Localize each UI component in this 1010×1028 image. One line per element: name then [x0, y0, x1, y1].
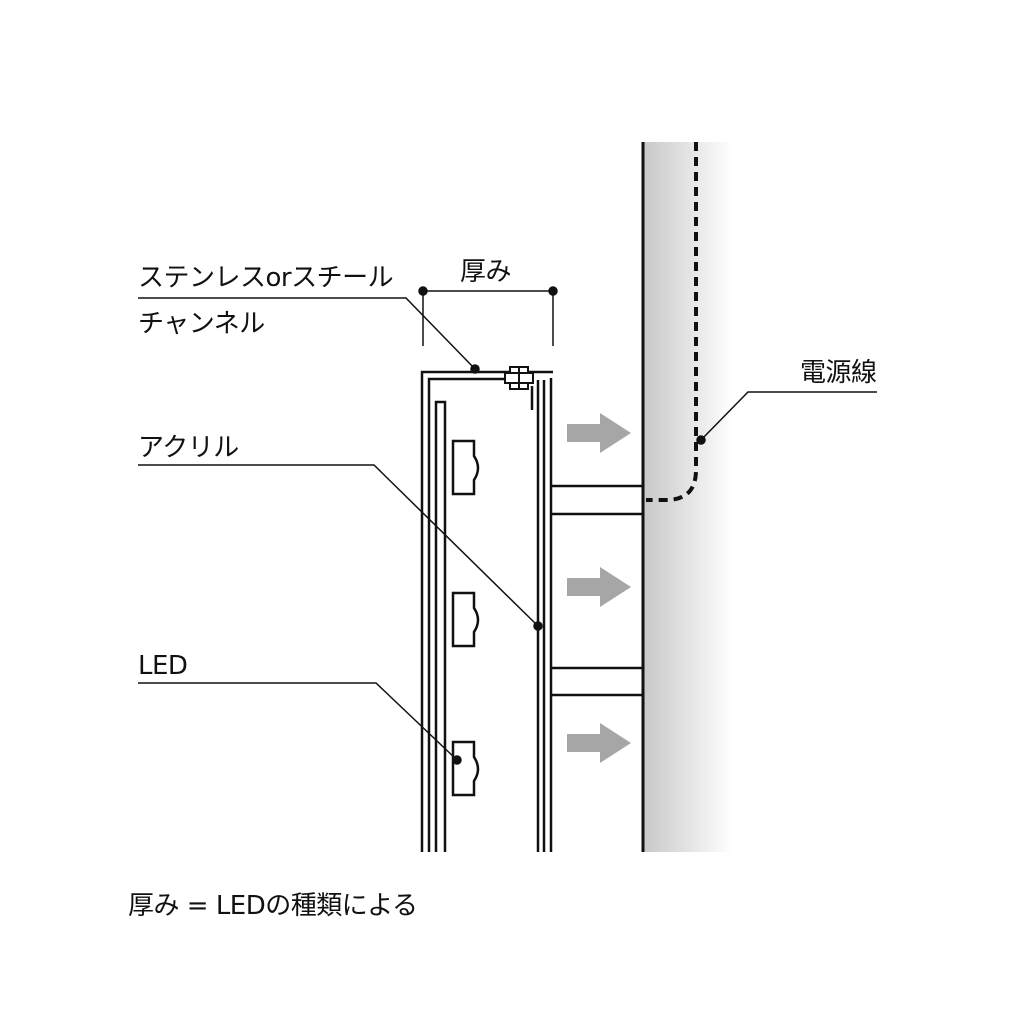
leader-power-cable — [696, 391, 877, 445]
acrylic-label: アクリル — [138, 433, 239, 463]
leader-channel — [138, 297, 480, 374]
channel-frame — [420, 370, 553, 852]
led-module-2 — [451, 591, 480, 648]
led-module-3 — [451, 740, 480, 797]
footnote: 厚み = LEDの種類による — [128, 891, 418, 921]
mounting-bracket-lower — [551, 666, 643, 697]
channel-label-line2: チャンネル — [138, 309, 265, 339]
light-arrow-bottom — [567, 723, 631, 763]
wall-surface — [643, 142, 733, 852]
power-cable-label: 電源線 — [800, 358, 877, 388]
thickness-label: 厚み — [460, 257, 512, 287]
power-cable — [646, 142, 698, 502]
thickness-dimension — [418, 286, 558, 346]
leader-acrylic — [138, 464, 543, 631]
light-arrow-top — [567, 413, 631, 453]
fixing-screw — [504, 366, 534, 390]
led-module-1 — [451, 439, 480, 496]
leader-led — [138, 682, 462, 765]
light-arrow-middle — [567, 567, 631, 607]
channel-label-line1: ステンレスorスチール — [138, 263, 394, 293]
led-label: LED — [138, 651, 188, 681]
mounting-bracket-upper — [551, 484, 643, 516]
